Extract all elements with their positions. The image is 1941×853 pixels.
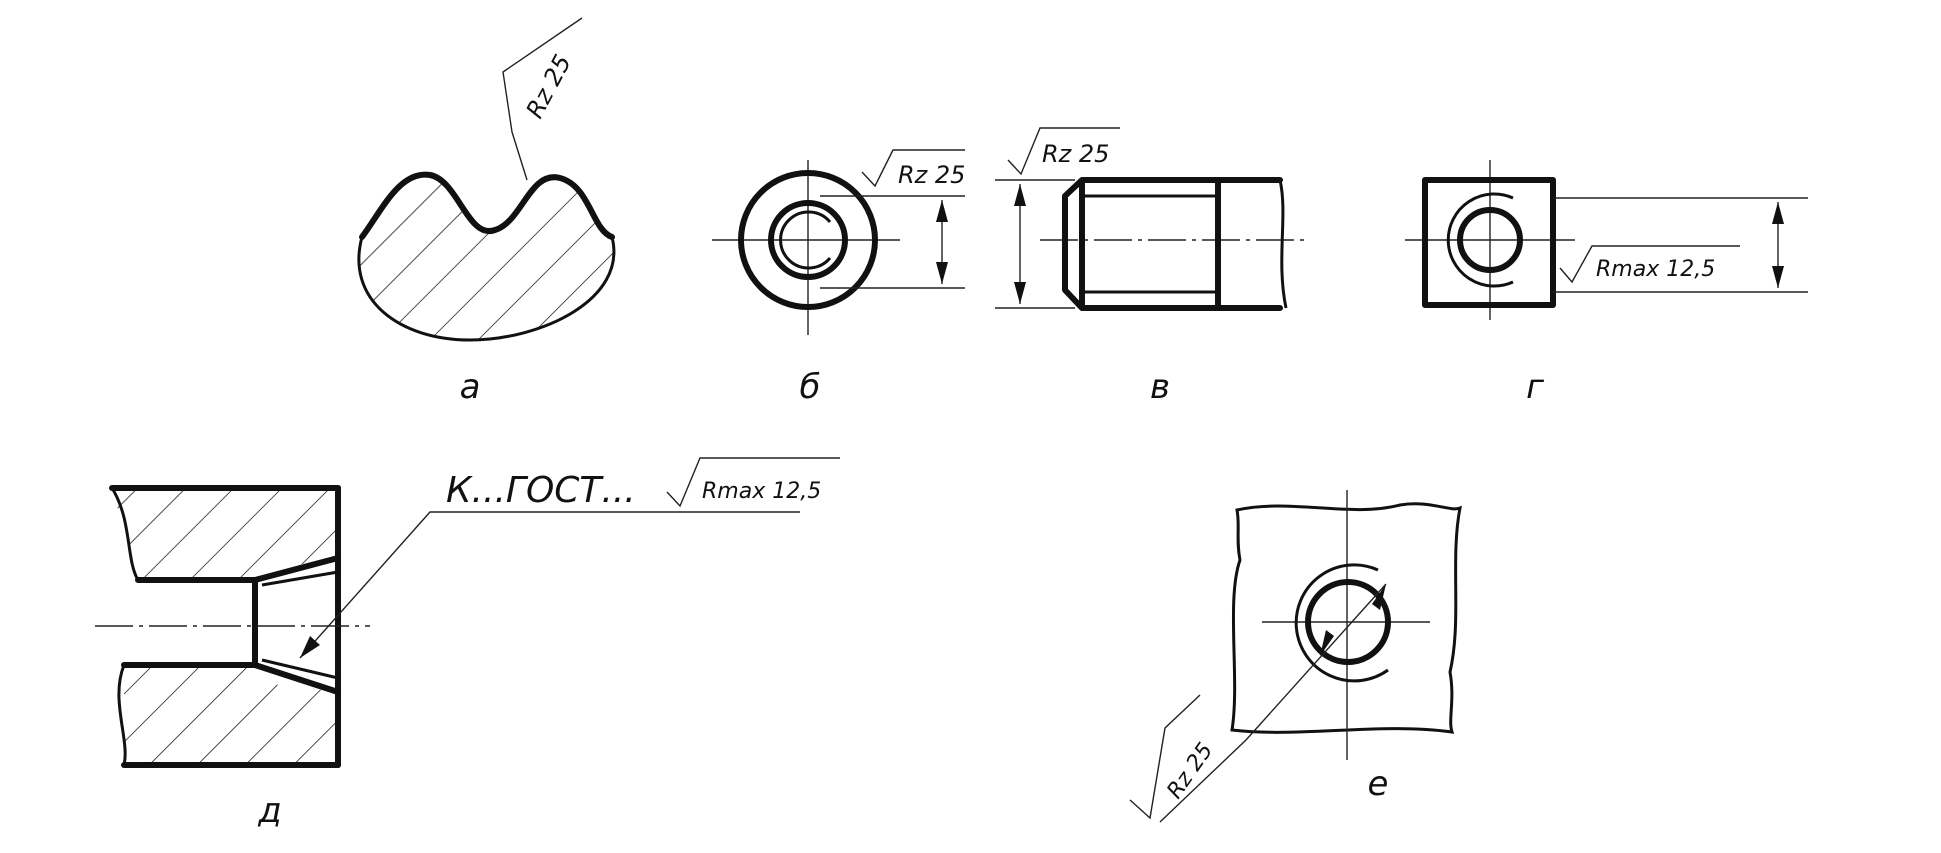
dimension-arrow-bottom — [1772, 266, 1784, 288]
shaft-contour — [1062, 177, 1283, 311]
hatched-upper — [112, 488, 338, 580]
thread-root-arc — [779, 210, 832, 270]
roughness-value-v: Rz 25 — [1042, 140, 1109, 168]
hatched-section — [358, 174, 614, 340]
dimension-arrow-bottom — [1014, 282, 1026, 304]
figure-b-end-view — [712, 149, 965, 335]
chamfer-line-top — [261, 570, 339, 587]
dimension-arrow-top — [1014, 184, 1026, 206]
roughness-value-b: Rz 25 — [898, 161, 965, 189]
figure-label-g: г — [1526, 367, 1545, 407]
chamfer-line-bottom — [261, 658, 339, 680]
thread-hole-circle — [1457, 207, 1523, 273]
roughness-sign-b — [861, 149, 965, 188]
section-break-line — [357, 236, 616, 342]
plate-outline — [1230, 502, 1462, 734]
thread-hole-circle — [1305, 579, 1391, 665]
break-line — [1278, 179, 1288, 309]
roughness-sign-v — [1007, 127, 1120, 176]
thread-arc — [1294, 563, 1389, 683]
designation-note-d: К...ГОСТ... — [446, 470, 636, 511]
dimension-arrow-top — [936, 200, 948, 222]
leader-line — [299, 511, 800, 659]
roughness-sign-a — [502, 17, 583, 181]
break-line-bottom — [117, 664, 127, 766]
dimension-arrow-bottom — [936, 262, 948, 284]
roughness-sign-e — [1129, 694, 1201, 820]
dimension-arrow-top — [1772, 202, 1784, 224]
figure-label-b: б — [800, 367, 821, 407]
figure-label-e: е — [1368, 764, 1389, 804]
figure-a-thread-section — [357, 17, 616, 342]
break-line-top — [110, 487, 140, 581]
diameter-arrow-top — [1372, 584, 1386, 610]
figure-d-section — [95, 457, 840, 768]
figure-label-a: а — [460, 367, 481, 407]
diameter-leader-line — [1159, 583, 1387, 823]
roughness-value-g: Rmax 12,5 — [1596, 257, 1715, 282]
roughness-sign-g — [1559, 245, 1740, 284]
roughness-value-a: Rz 25 — [521, 50, 577, 123]
thread-crest-circle — [768, 200, 848, 280]
figure-label-v: в — [1150, 367, 1170, 407]
figure-label-d: д — [257, 791, 282, 831]
outer-circle — [738, 170, 878, 310]
figure-e-plate-view — [1129, 490, 1462, 823]
diameter-arrow-bottom — [1320, 630, 1334, 656]
roughness-value-d: Rmax 12,5 — [702, 479, 821, 504]
figure-v-side-view — [995, 127, 1310, 311]
hatched-lower — [124, 665, 338, 765]
square-outline — [1422, 177, 1556, 308]
figure-g-square-view — [1405, 160, 1808, 320]
leader-arrow — [300, 636, 320, 658]
thread-profile-line — [359, 171, 615, 240]
roughness-sign-d — [666, 457, 840, 508]
thread-arc — [1446, 192, 1514, 288]
